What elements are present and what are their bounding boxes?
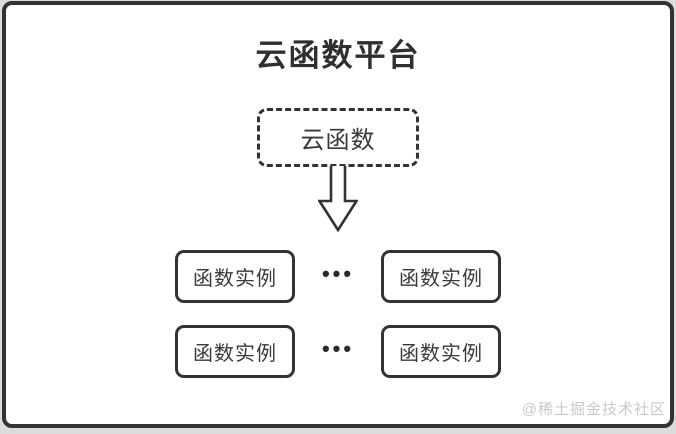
diagram-title: 云函数平台	[255, 38, 421, 73]
cloud-function-node: 云函数	[257, 108, 419, 167]
function-instance-node: 函数实例	[380, 325, 501, 378]
function-instance-label: 函数实例	[398, 343, 483, 365]
ellipsis: •••	[321, 261, 355, 286]
cloud-function-label: 云函数	[300, 127, 376, 154]
function-instance-label: 函数实例	[398, 268, 483, 290]
function-instance-node: 函数实例	[380, 250, 501, 303]
function-instance-node: 函数实例	[175, 250, 295, 303]
function-instance-label: 函数实例	[193, 268, 277, 290]
instance-row-2: 函数实例 ••• 函数实例	[175, 325, 501, 378]
instance-row-1: 函数实例 ••• 函数实例	[175, 250, 501, 303]
watermark: @稀土掘金技术社区	[521, 401, 666, 418]
function-instance-node: 函数实例	[175, 325, 295, 378]
down-arrow-icon	[318, 166, 358, 232]
function-instance-label: 函数实例	[193, 343, 277, 365]
ellipsis: •••	[321, 336, 355, 361]
